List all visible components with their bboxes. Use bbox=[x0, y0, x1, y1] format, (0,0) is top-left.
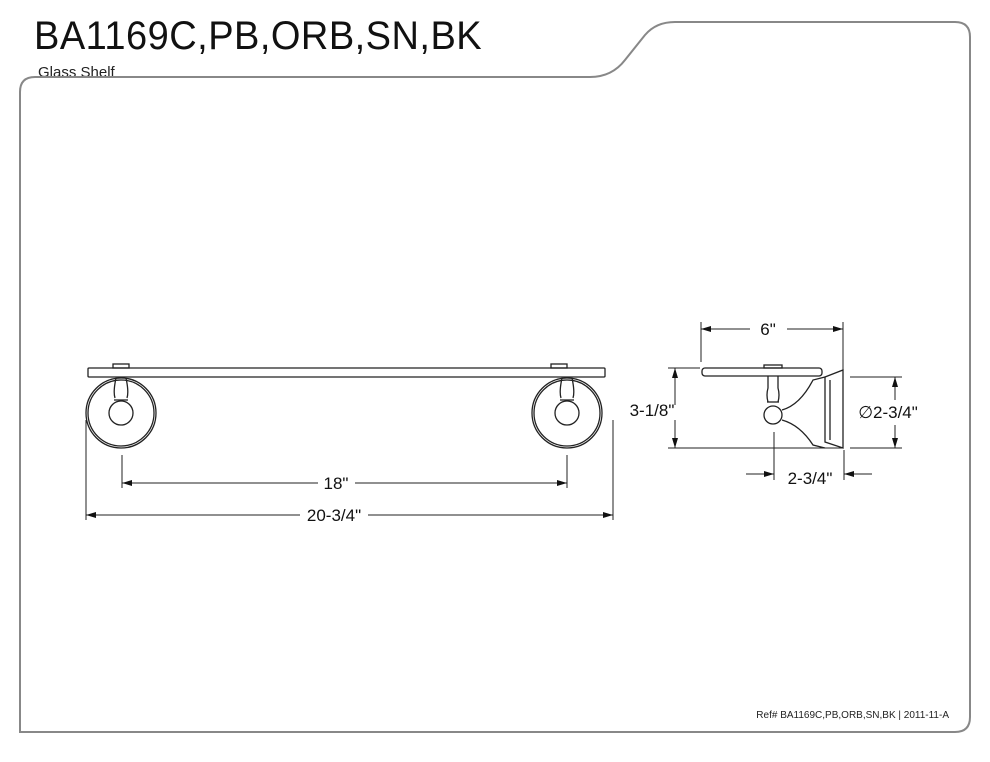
right-bracket bbox=[531, 377, 603, 449]
dim-overall-width: 20-3/4" bbox=[307, 506, 361, 525]
glass-shelf-front bbox=[87, 367, 606, 378]
sheet-frame bbox=[19, 21, 971, 733]
dim-flange-diameter: ∅2-3/4" bbox=[858, 403, 918, 422]
reference-number: Ref# BA1169C,PB,ORB,SN,BK | 2011-11-A bbox=[756, 710, 949, 721]
dim-depth: 6" bbox=[760, 320, 776, 339]
dim-inner-width: 18" bbox=[324, 474, 349, 493]
glass-shelf-side bbox=[701, 367, 823, 377]
side-view bbox=[668, 322, 902, 480]
model-title: BA1169C,PB,ORB,SN,BK bbox=[34, 14, 483, 58]
dim-projection: 2-3/4" bbox=[788, 469, 833, 488]
dim-height: 3-1/8" bbox=[630, 401, 675, 420]
left-bracket bbox=[85, 377, 157, 449]
front-view bbox=[85, 363, 614, 520]
wall-flange bbox=[824, 369, 844, 449]
